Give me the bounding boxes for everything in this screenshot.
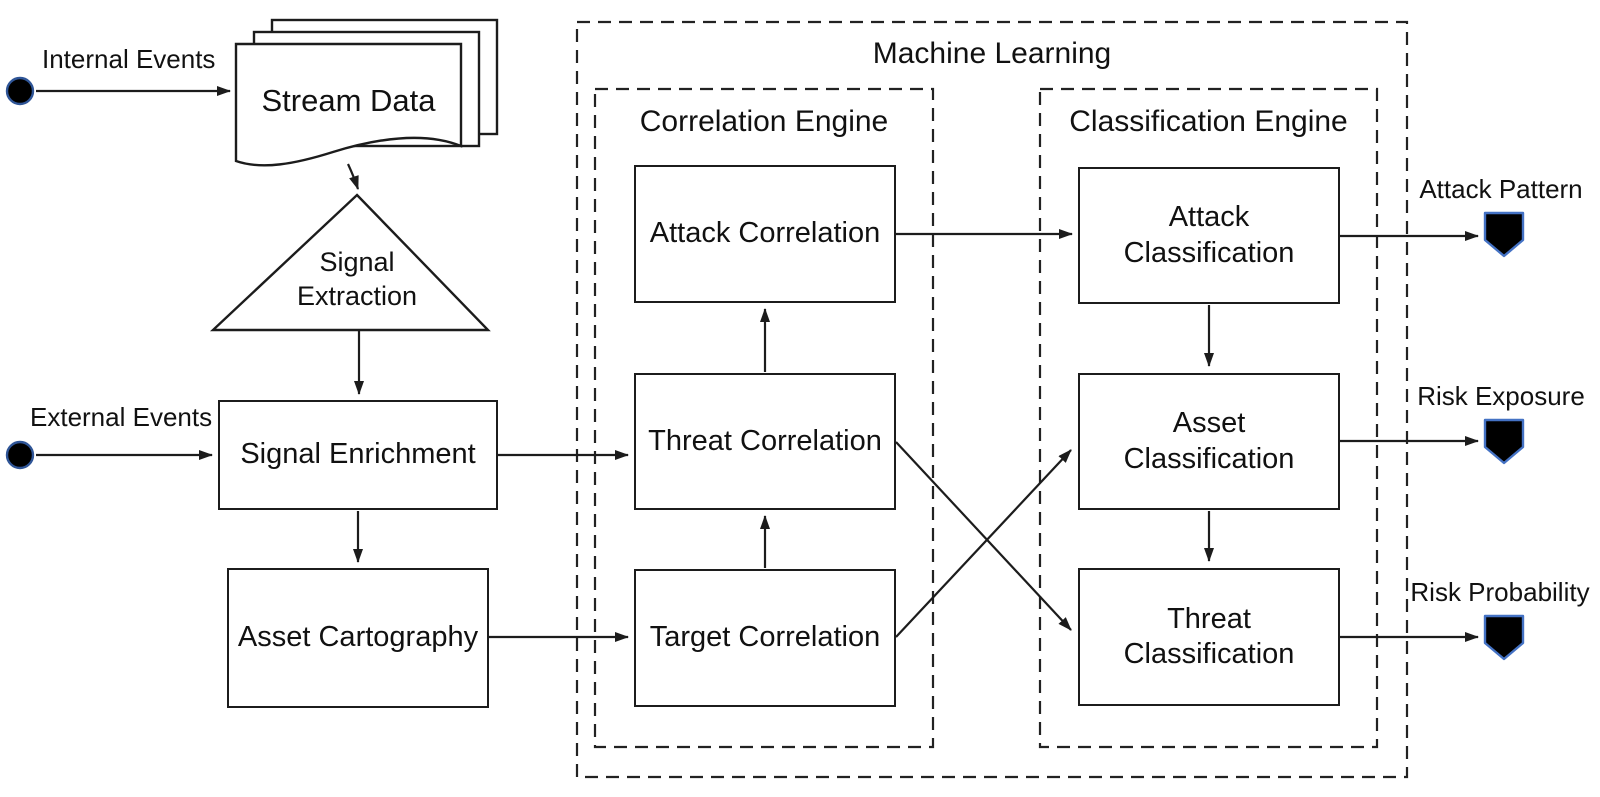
node-threat-correlation-label: Threat Correlation xyxy=(648,424,882,457)
node-attack-classification-label: Attack Classification xyxy=(1123,201,1295,269)
group-machine-learning-frame xyxy=(575,20,1409,779)
shield-risk-exposure-icon xyxy=(1483,418,1525,465)
node-target-correlation-label: Target Correlation xyxy=(649,621,881,654)
input-external-events-label: External Events xyxy=(30,402,213,432)
node-attack-correlation: Attack Correlation xyxy=(634,165,896,303)
node-attack-correlation-label: Attack Correlation xyxy=(649,217,881,250)
node-asset-cartography: Asset Cartography xyxy=(227,568,489,708)
group-title-machine-learning: Machine Learning xyxy=(872,37,1112,70)
node-threat-classification-label: Threat Classification xyxy=(1123,602,1295,670)
node-target-correlation: Target Correlation xyxy=(634,569,896,707)
triangle-shape xyxy=(209,193,491,332)
group-title-correlation-engine: Correlation Engine xyxy=(639,105,889,138)
node-asset-cartography-label: Asset Cartography xyxy=(237,621,479,654)
node-asset-classification-label: Asset Classification xyxy=(1123,407,1295,475)
node-threat-correlation: Threat Correlation xyxy=(634,373,896,510)
group-title-classification-engine: Classification Engine xyxy=(1069,105,1348,138)
node-signal-extraction-label: Signal Extraction xyxy=(296,247,418,311)
node-stream-data-label: Stream Data xyxy=(261,83,436,118)
arrow-target-correlation-to-asset-classification xyxy=(895,449,1072,638)
node-asset-classification: Asset Classification xyxy=(1078,373,1340,510)
input-internal-events-label: Internal Events xyxy=(42,44,216,74)
start-node-circle-internal-icon xyxy=(5,76,35,106)
group-classification-engine-frame xyxy=(1038,87,1379,749)
node-attack-classification: Attack Classification xyxy=(1078,167,1340,304)
output-risk-probability-label: Risk Probability xyxy=(1410,577,1590,607)
output-attack-pattern-label: Attack Pattern xyxy=(1419,174,1583,204)
node-signal-enrichment-label: Signal Enrichment xyxy=(240,438,476,471)
output-risk-exposure-label: Risk Exposure xyxy=(1417,381,1585,411)
shield-risk-probability-icon xyxy=(1483,614,1525,661)
node-threat-classification: Threat Classification xyxy=(1078,568,1340,706)
start-node-circle-external-icon xyxy=(5,440,35,470)
arrow-threat-correlation-to-threat-classification xyxy=(895,441,1072,631)
group-correlation-engine-frame xyxy=(593,87,935,749)
document-stack-icon xyxy=(234,18,499,167)
shield-attack-pattern-icon xyxy=(1483,211,1525,258)
node-signal-enrichment: Signal Enrichment xyxy=(218,400,498,510)
arrow-stream-data-to-signal-extraction xyxy=(347,163,360,190)
